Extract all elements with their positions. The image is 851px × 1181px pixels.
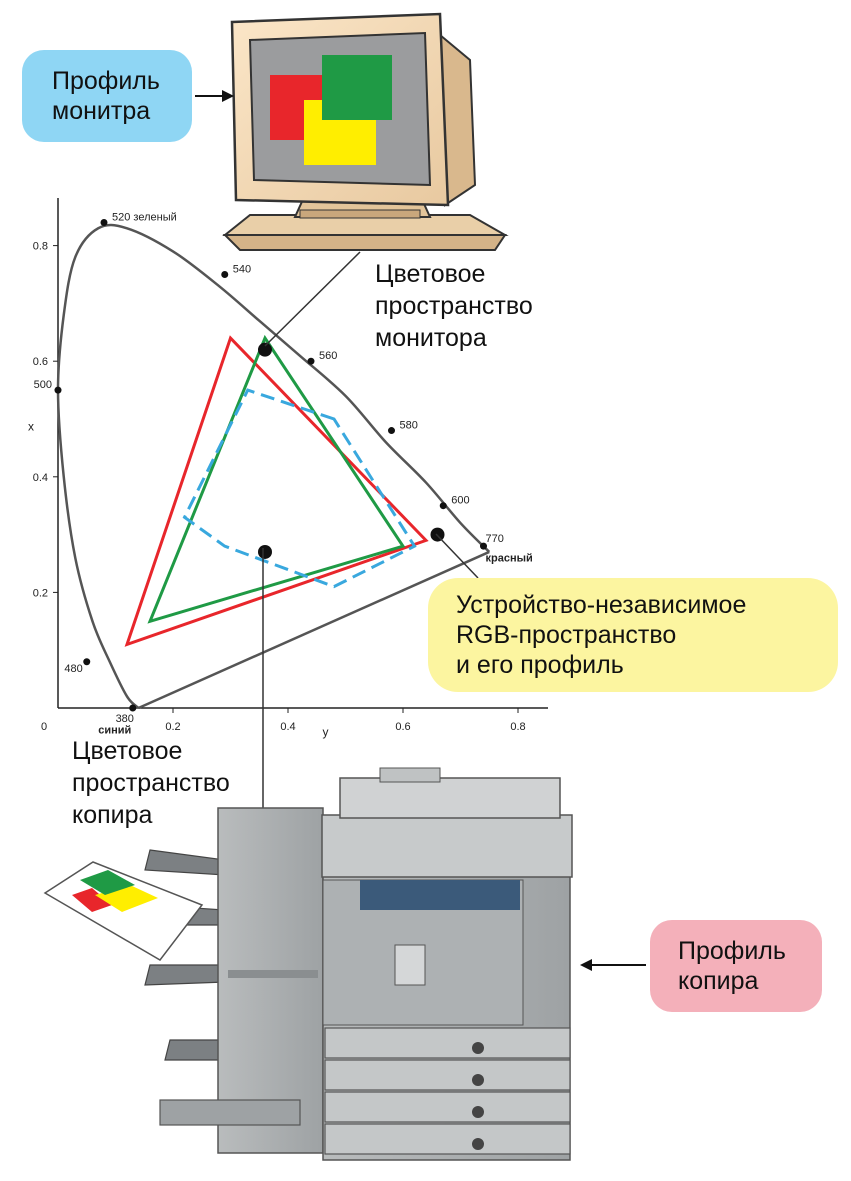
copier-profile-callout: Профиль копира: [650, 920, 822, 1012]
copier-profile-line-2: копира: [678, 967, 759, 995]
gamut-series: [124, 334, 429, 647]
rgb-profile-line-1: Устройство-независимое: [456, 591, 747, 619]
monitor-space-point: [258, 342, 272, 357]
locus-wavelength-dot: [221, 271, 229, 278]
y-tick-label: 0.8: [33, 241, 48, 253]
red-gamut-triangle: [124, 335, 429, 647]
monitor-space-line-3: монитора: [375, 324, 487, 352]
monitor-illustration: [222, 12, 509, 251]
axis-ticks: 0 0.2 0.4 0.6 0.8 0.2 0.4 0.6 0.8: [33, 241, 526, 733]
locus-label: 580: [400, 420, 418, 432]
x-tick-label: 0.6: [395, 721, 410, 733]
locus-label: 480: [64, 663, 82, 675]
locus-label: 540: [233, 264, 251, 276]
locus-wavelength-dot: [307, 357, 315, 365]
locus-wavelength-dot: [439, 502, 447, 510]
locus-label: 600: [451, 495, 469, 507]
copier-space-point: [258, 544, 272, 559]
copier-profile-line-1: Профиль: [678, 937, 786, 965]
locus-label: 520 зеленый: [112, 211, 177, 223]
copier-space-label: Цветовое пространство копира: [72, 735, 230, 831]
copier-illustration: [43, 767, 573, 1161]
x-tick-label: 0.4: [280, 721, 295, 733]
copier-space-line-2: пространство: [72, 769, 230, 797]
monitor-profile-line-1: Профиль: [52, 67, 160, 95]
locus-wavelength-dot: [480, 542, 487, 550]
y-tick-label: 0.4: [33, 472, 48, 484]
locus-label: синий: [98, 725, 131, 737]
locus-label: 770: [486, 533, 504, 545]
y-tick-label: 0.2: [33, 587, 48, 599]
cie-chromaticity-chart: 0 0.2 0.4 0.6 0.8 0.2 0.4 0.6 0.8 520 зеленый 540…: [28, 198, 548, 739]
copier-space-line-1: Цветовое: [72, 737, 183, 765]
locus-wavelength-dot: [54, 386, 62, 394]
rgb-profile-line-2: RGB-пространство: [456, 621, 677, 649]
locus-wavelength-dot: [129, 704, 137, 712]
monitor-profile-line-2: монитра: [52, 97, 151, 125]
copier-space-line-3: копира: [72, 801, 153, 829]
x-axis-label: y: [323, 725, 329, 739]
y-tick-label: 0.6: [33, 356, 48, 368]
space-markers: [258, 342, 445, 559]
x-tick-label: 0.8: [510, 721, 525, 733]
monitor-profile-callout: Профиль монитра: [22, 50, 192, 142]
locus-wavelength-dot: [388, 427, 395, 435]
green-gamut-triangle: [147, 334, 406, 624]
locus-labels: 520 зеленый 540 560 580 600 770 красный 500 480 3…: [34, 211, 533, 736]
locus-wavelength-dot: [100, 218, 108, 226]
spectral-locus: [56, 223, 491, 709]
rgb-profile-line-3: и его профиль: [456, 651, 624, 679]
monitor-space-line-1: Цветовое: [375, 260, 486, 288]
blue-dashed-gamut: [182, 388, 417, 589]
locus-label: 380: [116, 713, 134, 725]
x-tick-label: 0.2: [165, 721, 180, 733]
locus-label: красный: [486, 553, 533, 565]
monitor-space-line-2: пространство: [375, 292, 533, 320]
rgb-profile-callout: Устройство-независимое RGB-пространство …: [428, 578, 838, 692]
monitor-green-square: [322, 55, 392, 120]
monitor-space-leader: [264, 251, 361, 347]
rgb-space-leader: [435, 533, 479, 579]
locus-wavelength-dot: [83, 658, 91, 666]
purple-line: [137, 550, 490, 710]
locus-label: 560: [319, 350, 337, 362]
monitor-space-label: Цветовое пространство монитора: [375, 258, 533, 354]
x-tick-label: 0: [41, 721, 47, 733]
locus-label: 500: [34, 379, 52, 391]
copier-arrow-head: [580, 959, 592, 971]
y-axis-label: x: [28, 420, 34, 434]
monitor-arrow-head: [222, 90, 234, 102]
